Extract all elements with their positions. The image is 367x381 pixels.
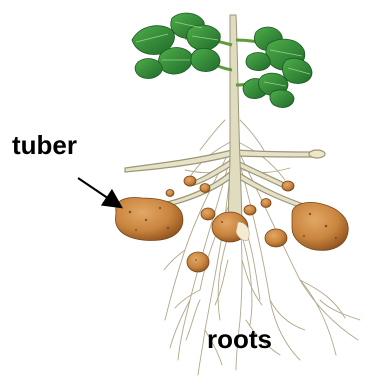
tuber-large-left	[116, 198, 183, 241]
tuber-label: tuber	[12, 132, 77, 158]
leaves	[132, 13, 312, 108]
tuber-large-right	[292, 202, 348, 250]
roots-label: roots	[207, 326, 272, 352]
arrow-icon	[78, 178, 118, 205]
